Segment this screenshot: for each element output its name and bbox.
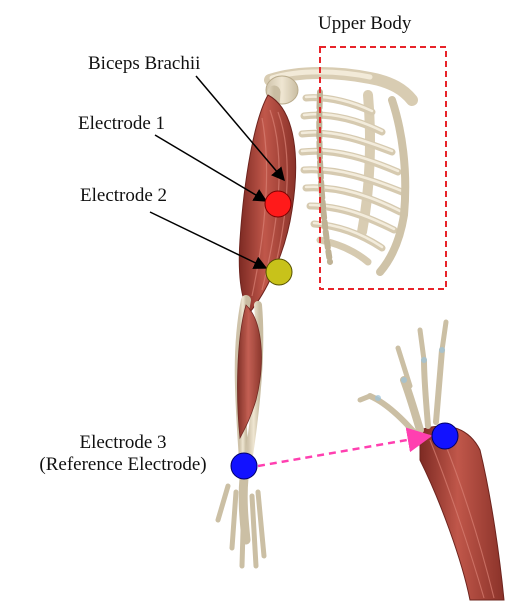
electrode1-pointer-arrow <box>154 134 268 202</box>
rib-cage <box>264 67 418 276</box>
reference-link-arrow <box>257 427 433 468</box>
electrode-3-subtitle: (Reference Electrode) <box>39 453 207 475</box>
electrode-1-label: Electrode 1 <box>78 113 166 134</box>
electrode-2-label: Electrode 2 <box>80 185 168 206</box>
forearm-inset <box>357 319 505 601</box>
upper-body-box <box>319 46 447 290</box>
electrode-3-inset-marker <box>431 422 459 450</box>
electrode-1-marker <box>264 190 292 218</box>
electrode-2-marker <box>265 258 293 286</box>
electrode-3-label: Electrode 3 (Reference Electrode) <box>14 432 232 476</box>
upper-body-label: Upper Body <box>318 13 412 34</box>
electrode-3-title: Electrode 3 <box>79 432 167 453</box>
biceps-brachii-label: Biceps Brachii <box>88 53 201 74</box>
electrode-3-marker <box>230 452 258 480</box>
biceps-pointer-arrow <box>195 75 285 182</box>
hand-skeleton <box>215 473 267 569</box>
electrode2-pointer-arrow <box>149 211 268 269</box>
forearm <box>234 295 264 466</box>
